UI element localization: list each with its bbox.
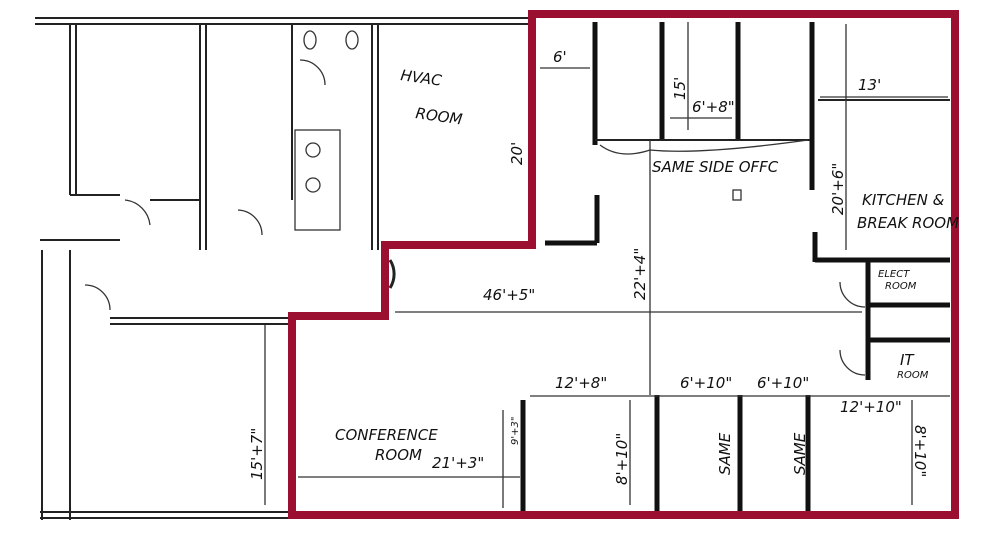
label-same-side-offc: SAME SIDE OFFC bbox=[652, 158, 779, 176]
dim-kitchen-width: 13' bbox=[858, 76, 881, 94]
dim-office-depth: 15' bbox=[671, 77, 689, 100]
dim-office-a-width: 12'+8" bbox=[555, 374, 607, 392]
suite-highlight-outline bbox=[288, 10, 959, 519]
dim-office-d-depth: 8'+10" bbox=[911, 425, 929, 477]
toilet-icon bbox=[303, 30, 317, 50]
dim-conference-door: 9'+3" bbox=[510, 417, 521, 445]
room-label-it: ROOM bbox=[897, 370, 929, 381]
dim-center-height: 22'+4" bbox=[631, 248, 649, 300]
toilet-icon bbox=[345, 30, 359, 50]
suite-walls bbox=[388, 22, 950, 512]
room-label-kitchen: KITCHEN & bbox=[862, 191, 945, 209]
dim-office-width: 6'+8" bbox=[692, 98, 735, 116]
room-label-it: IT bbox=[900, 351, 915, 369]
sink-icon bbox=[305, 177, 321, 193]
dim-office-d-width: 12'+10" bbox=[840, 398, 902, 416]
dim-hvac-height: 20' bbox=[508, 142, 526, 165]
dim-office-a-depth: 8'+10" bbox=[613, 433, 631, 485]
dim-office-b-width: 6'+10" bbox=[680, 374, 732, 392]
room-label-hvac: ROOM bbox=[414, 104, 463, 128]
dimension-lines bbox=[264, 22, 950, 508]
label-same-2: SAME bbox=[791, 432, 809, 475]
dim-office-c-width: 6'+10" bbox=[757, 374, 809, 392]
room-label-conference: CONFERENCE bbox=[335, 426, 438, 444]
dim-main-width: 46'+5" bbox=[483, 286, 535, 304]
labels: HVAC ROOM 20' 6' 15' 6'+8" 13' 20'+6" SA… bbox=[248, 48, 959, 485]
room-label-elect: ELECT bbox=[878, 269, 910, 280]
sink-icon bbox=[305, 142, 321, 158]
dim-left-height: 15'+7" bbox=[248, 428, 266, 480]
left-area-walls bbox=[35, 17, 530, 520]
dim-kitchen-height: 20'+6" bbox=[829, 163, 847, 215]
label-same-1: SAME bbox=[716, 432, 734, 475]
dim-corridor: 6' bbox=[553, 48, 567, 66]
room-label-elect: ROOM bbox=[885, 281, 917, 292]
dim-conference-width: 21'+3" bbox=[432, 454, 484, 472]
room-label-conference: ROOM bbox=[375, 446, 422, 464]
room-label-kitchen: BREAK ROOM bbox=[857, 214, 959, 232]
room-label-hvac: HVAC bbox=[399, 66, 443, 90]
